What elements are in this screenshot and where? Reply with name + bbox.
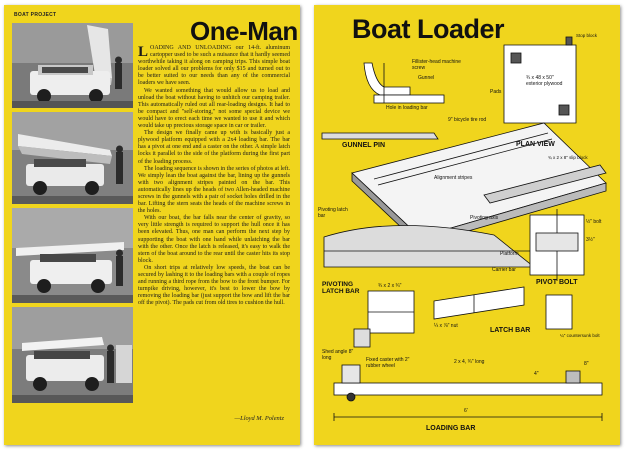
label-gunnel: Gunnel: [418, 75, 435, 81]
label-latch-bar: LATCH BAR: [490, 327, 531, 334]
photo-boat-on-top: [12, 307, 133, 403]
right-page: Boat Loader: [314, 5, 620, 445]
label-plan-view: PLAN VIEW: [516, 141, 555, 148]
page-title-right: Boat Loader: [352, 14, 505, 44]
left-page: BOAT PROJECT: [4, 5, 300, 445]
article-paragraph: The design we finally came up with is ba…: [138, 130, 290, 165]
label-caster: Fixed caster with 2" rubber wheel: [366, 357, 410, 369]
article-paragraph: The loading sequence is shown in the ser…: [138, 165, 290, 215]
section-tag: BOAT PROJECT: [14, 12, 57, 18]
label-countersunk: ¼" countersunk bolt: [560, 333, 600, 338]
construction-drawing: [321, 36, 607, 421]
photo-boat-leaning: [12, 112, 133, 204]
label-tie-rod: 9" bicycle tire rod: [448, 117, 487, 123]
label-plywood: ¾ x 48 x 50" exterior plywood: [526, 75, 563, 87]
article-paragraph: On short trips at relatively low speeds,…: [138, 264, 290, 307]
label-alignment-stripes: Alignment stripes: [434, 175, 473, 181]
label-loading-bar: LOADING BAR: [426, 425, 476, 432]
label-pivoting-axis: Pivoting axis: [470, 215, 499, 221]
article-paragraph: With our boat, the bar falls near the ce…: [138, 215, 290, 264]
label-shed-angle: Shed angle 8" long: [322, 349, 354, 361]
label-carrier-bar: Carrier bar: [492, 267, 516, 273]
label-hole-in-bar: Hole in loading bar: [386, 105, 428, 111]
label-pivoting-latch: Pivoting latch bar: [318, 207, 348, 219]
article-paragraph: We wanted something that would allow us …: [138, 87, 290, 130]
photo-boat-lifted: [12, 208, 133, 303]
label-latch-dim: ¾ x 2 x ¾": [378, 283, 402, 289]
label-dim-4: 4": [534, 371, 539, 377]
label-dim-6ft: 6': [464, 408, 468, 414]
label-pads: Pads: [490, 89, 502, 95]
label-bolt-sizes: ¼ x ⅞" nut: [434, 323, 458, 329]
page-title-left: One-Man: [190, 16, 298, 46]
label-bolt: ½" bolt: [586, 219, 602, 225]
drop-cap: L: [138, 44, 149, 60]
label-dim-8: 8": [584, 361, 589, 367]
label-two-by-four: 2 x 4, ¾" long: [454, 359, 485, 365]
byline: —Lloyd M. Polentz: [234, 415, 284, 422]
lead-text: OADING AND UNLOADING our 14-ft. aluminum…: [138, 45, 290, 87]
label-platform: Platform: [500, 251, 519, 257]
label-slip-block: ¾ x 2 x 8" slip block: [548, 155, 588, 160]
label-gunnel-pin: GUNNEL PIN: [342, 142, 386, 149]
label-fillister-head: Fillister-head machine screw: [412, 59, 461, 71]
photo-boat-upright: [12, 23, 133, 108]
label-stop-block: Stop block: [576, 33, 598, 38]
label-latch-bar-title: PIVOTING LATCH BAR: [322, 281, 360, 295]
label-pivot-bolt: PIVOT BOLT: [536, 279, 578, 286]
label-dim-tall: 3½": [586, 237, 595, 243]
